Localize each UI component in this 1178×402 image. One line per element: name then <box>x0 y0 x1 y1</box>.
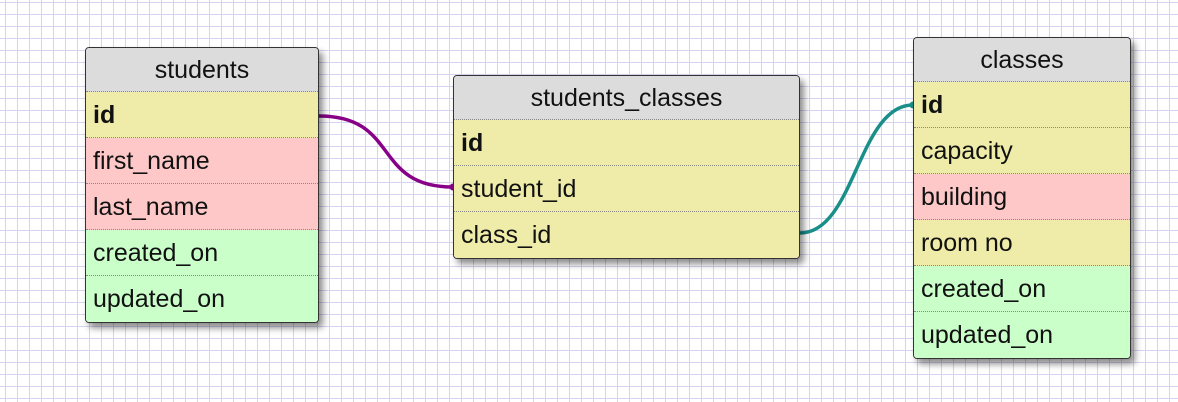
table-header[interactable]: students <box>86 48 318 92</box>
table-header[interactable]: classes <box>914 38 1130 82</box>
table-header[interactable]: students_classes <box>454 76 799 120</box>
connector-students-classes-to-classes <box>799 103 914 235</box>
column-created-on[interactable]: created_on <box>86 230 318 276</box>
table-students-classes[interactable]: students_classes id student_id class_id <box>453 75 800 259</box>
column-first-name[interactable]: first_name <box>86 138 318 184</box>
column-building[interactable]: building <box>914 174 1130 220</box>
column-updated-on[interactable]: updated_on <box>914 312 1130 358</box>
column-last-name[interactable]: last_name <box>86 184 318 230</box>
column-updated-on[interactable]: updated_on <box>86 276 318 322</box>
column-id[interactable]: id <box>454 120 799 166</box>
connector-students-to-students-classes <box>318 114 454 189</box>
column-created-on[interactable]: created_on <box>914 266 1130 312</box>
table-students[interactable]: students id first_name last_name created… <box>85 47 319 323</box>
column-capacity[interactable]: capacity <box>914 128 1130 174</box>
column-student-id[interactable]: student_id <box>454 166 799 212</box>
column-id[interactable]: id <box>86 92 318 138</box>
column-class-id[interactable]: class_id <box>454 212 799 258</box>
column-room-no[interactable]: room no <box>914 220 1130 266</box>
column-id[interactable]: id <box>914 82 1130 128</box>
table-classes[interactable]: classes id capacity building room no cre… <box>913 37 1131 359</box>
